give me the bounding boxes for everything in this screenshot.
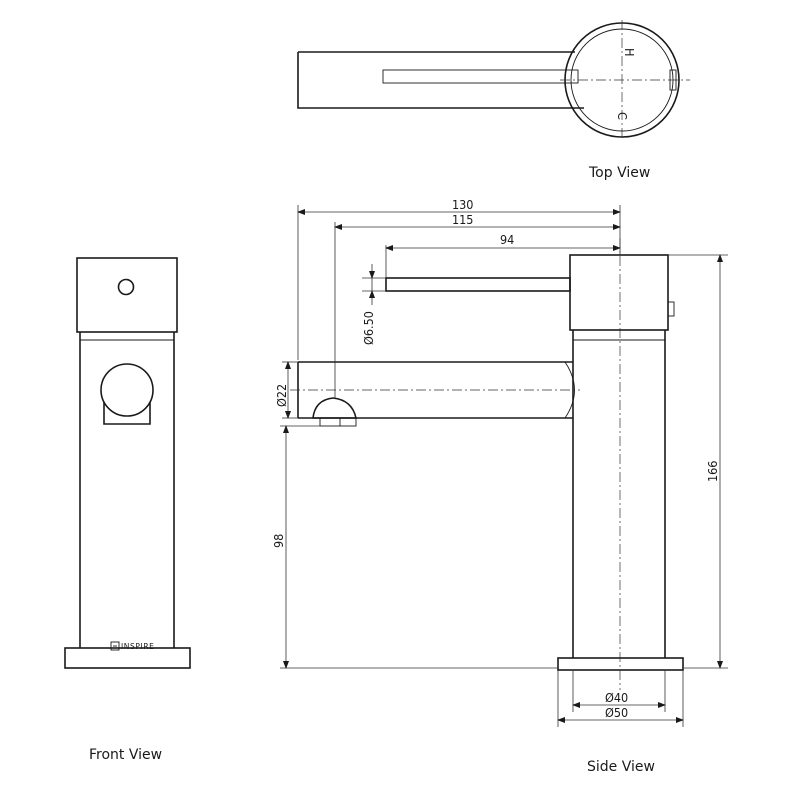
front-view-spout-end: [100, 363, 154, 417]
front-view-base: [64, 647, 191, 669]
side-view-caption: Side View: [587, 759, 655, 775]
side-view-lever: [385, 277, 571, 292]
side-view-outlet: [319, 417, 357, 427]
top-view-lever: [382, 69, 579, 84]
front-view-top-cap: [76, 257, 178, 333]
hot-mark: H: [622, 48, 637, 56]
cold-mark: C: [615, 112, 630, 120]
top-view: H C Top View: [297, 20, 690, 181]
side-view-top-cap: [569, 254, 669, 331]
front-view-outlet: [103, 402, 151, 425]
top-view-caption: Top View: [588, 165, 650, 181]
dimension-lines: 130 115 94 Ø6.50 Ø22 98 166 Ø40: [271, 197, 728, 727]
brand-name: INSPIRE: [121, 642, 154, 651]
dim-base-diameter: Ø50: [605, 705, 628, 720]
dim-spout-diameter: Ø22: [274, 384, 289, 407]
side-view-aerator: [312, 397, 357, 419]
dim-body-diameter: Ø40: [605, 690, 628, 705]
front-view-button: [117, 278, 135, 296]
side-view-base: [557, 657, 684, 671]
dim-outlet-height: 98: [271, 534, 286, 548]
side-view-side-button: [667, 301, 675, 317]
top-view-side-button: [669, 69, 677, 91]
side-view-body: [572, 330, 666, 658]
dim-spout-length: 115: [452, 212, 473, 227]
front-view-caption: Front View: [89, 747, 162, 763]
dim-total-length: 130: [452, 197, 473, 212]
front-view: INSPIRE Front View: [64, 257, 191, 763]
dim-lever-length: 94: [500, 232, 514, 247]
side-view: Side View: [290, 238, 684, 775]
dim-lever-diameter: Ø6.50: [361, 311, 376, 345]
dim-total-height: 166: [705, 461, 720, 482]
brand-logo-icon: [110, 641, 120, 651]
top-view-spout-outline: [297, 51, 584, 109]
front-view-body: [79, 332, 175, 648]
